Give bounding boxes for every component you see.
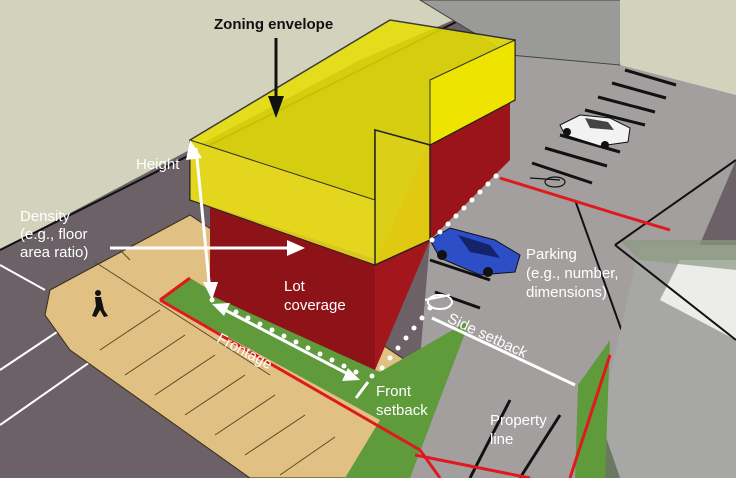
- label-property-line-2: line: [490, 431, 514, 448]
- parking-stripes: [429, 68, 677, 478]
- label-parking-3: dimensions): [526, 284, 607, 301]
- label-zoning-envelope: Zoning envelope: [214, 16, 334, 33]
- lawn: [160, 278, 470, 478]
- label-parking-1: Parking: [526, 246, 577, 263]
- label-density-1: Density: [20, 208, 71, 225]
- car-white-icon: [559, 114, 631, 149]
- height-arrow: [186, 140, 218, 300]
- label-density-2: (e.g., floor: [20, 226, 88, 243]
- accessible-parking-icon-2: [529, 176, 566, 188]
- zoning-envelope: [189, 19, 516, 267]
- car-blue-icon: [429, 227, 521, 277]
- front-setback-tick: [354, 381, 370, 399]
- density-arrow: [110, 240, 305, 256]
- label-height: Height: [136, 156, 180, 173]
- property-line: [159, 176, 671, 478]
- accessible-parking-icon: [424, 294, 453, 310]
- label-front-setback-2: setback: [376, 402, 428, 419]
- label-lot-coverage-1: Lot: [284, 278, 305, 295]
- label-property-line-1: Property: [490, 412, 547, 429]
- zoning-envelope-arrow: [268, 38, 284, 118]
- frontage-arrow: [212, 303, 360, 381]
- label-lot-coverage-2: coverage: [284, 297, 346, 314]
- side-setback-line: [431, 316, 576, 387]
- label-density-3: area ratio): [20, 244, 89, 261]
- pedestrian-icon: [92, 290, 108, 317]
- label-front-setback-1: Front: [376, 383, 412, 400]
- label-parking-2: (e.g., number,: [526, 265, 619, 282]
